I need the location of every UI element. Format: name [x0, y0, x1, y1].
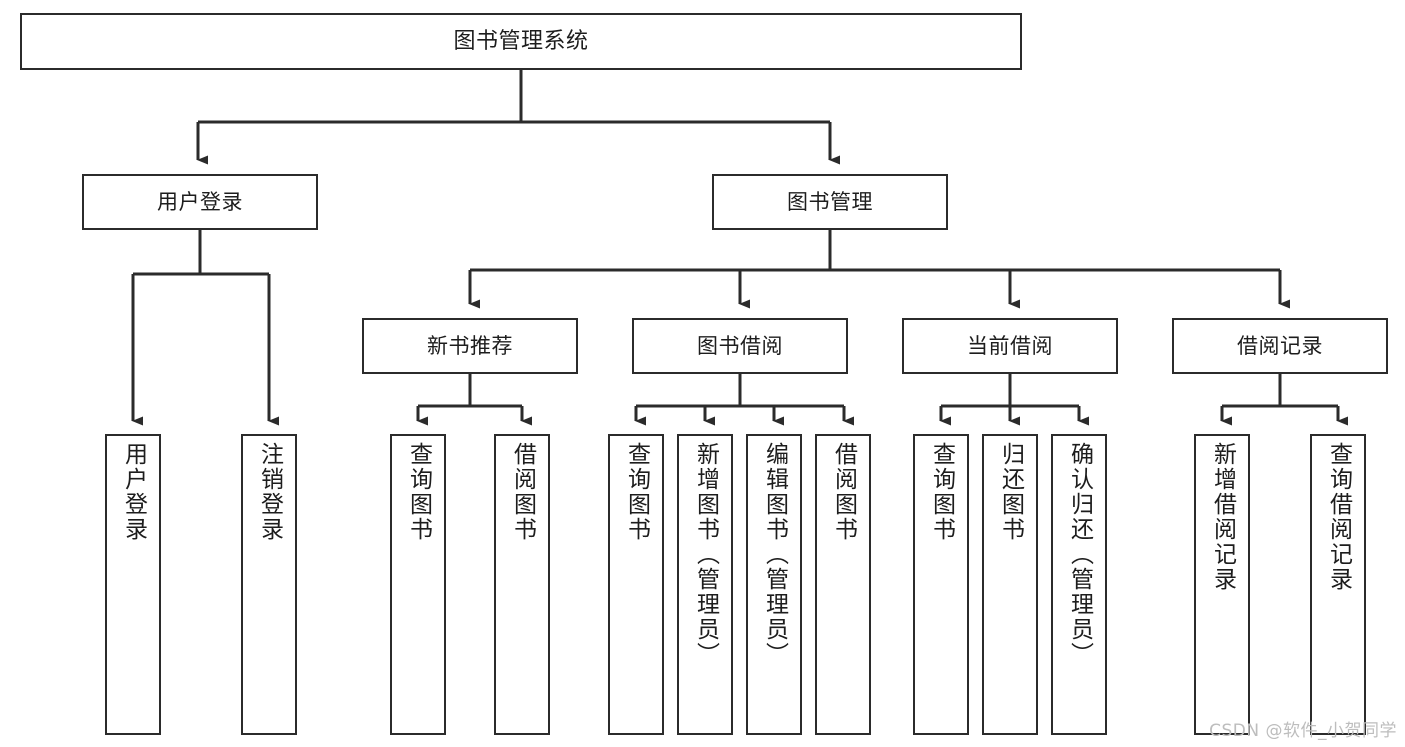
leaf-edit-book-admin-label: 编辑图书（管理员） [761, 442, 788, 667]
leaf-current-query-book[interactable]: 查询图书 [913, 434, 969, 735]
node-user-login-label: 用户登录 [157, 189, 243, 214]
leaf-new-book-borrow-label: 借阅图书 [509, 442, 536, 542]
node-borrow-record-label: 借阅记录 [1237, 333, 1323, 358]
node-book-borrow-label: 图书借阅 [697, 333, 783, 358]
leaf-borrow-book[interactable]: 借阅图书 [815, 434, 871, 735]
node-book-management-label: 图书管理 [787, 189, 873, 214]
node-user-login[interactable]: 用户登录 [82, 174, 318, 230]
node-current-borrow-label: 当前借阅 [967, 333, 1053, 358]
leaf-add-book-admin[interactable]: 新增图书（管理员） [677, 434, 733, 735]
node-book-management[interactable]: 图书管理 [712, 174, 948, 230]
leaf-query-borrow-record-label: 查询借阅记录 [1325, 442, 1352, 592]
leaf-new-book-borrow[interactable]: 借阅图书 [494, 434, 550, 735]
leaf-user-login[interactable]: 用户登录 [105, 434, 161, 735]
leaf-add-borrow-record-label: 新增借阅记录 [1209, 442, 1236, 592]
node-book-borrow[interactable]: 图书借阅 [632, 318, 848, 374]
node-new-book-recommend-label: 新书推荐 [427, 333, 513, 358]
leaf-user-login-label: 用户登录 [120, 442, 147, 542]
leaf-query-borrow-record[interactable]: 查询借阅记录 [1310, 434, 1366, 735]
leaf-edit-book-admin[interactable]: 编辑图书（管理员） [746, 434, 802, 735]
node-new-book-recommend[interactable]: 新书推荐 [362, 318, 578, 374]
leaf-return-book-label: 归还图书 [997, 442, 1024, 542]
node-current-borrow[interactable]: 当前借阅 [902, 318, 1118, 374]
node-borrow-record[interactable]: 借阅记录 [1172, 318, 1388, 374]
node-root[interactable]: 图书管理系统 [20, 13, 1022, 70]
leaf-confirm-return-admin[interactable]: 确认归还（管理员） [1051, 434, 1107, 735]
leaf-add-book-admin-label: 新增图书（管理员） [692, 442, 719, 667]
leaf-borrow-query-book[interactable]: 查询图书 [608, 434, 664, 735]
leaf-new-book-query-label: 查询图书 [405, 442, 432, 542]
leaf-new-book-query[interactable]: 查询图书 [390, 434, 446, 735]
node-root-label: 图书管理系统 [453, 28, 589, 54]
leaf-borrow-query-book-label: 查询图书 [623, 442, 650, 542]
leaf-current-query-book-label: 查询图书 [928, 442, 955, 542]
csdn-watermark: CSDN @软件_小贺同学 [1209, 721, 1397, 741]
leaf-logout-label: 注销登录 [256, 442, 283, 542]
leaf-borrow-book-label: 借阅图书 [830, 442, 857, 542]
leaf-logout[interactable]: 注销登录 [241, 434, 297, 735]
leaf-confirm-return-admin-label: 确认归还（管理员） [1066, 442, 1093, 667]
leaf-add-borrow-record[interactable]: 新增借阅记录 [1194, 434, 1250, 735]
leaf-return-book[interactable]: 归还图书 [982, 434, 1038, 735]
